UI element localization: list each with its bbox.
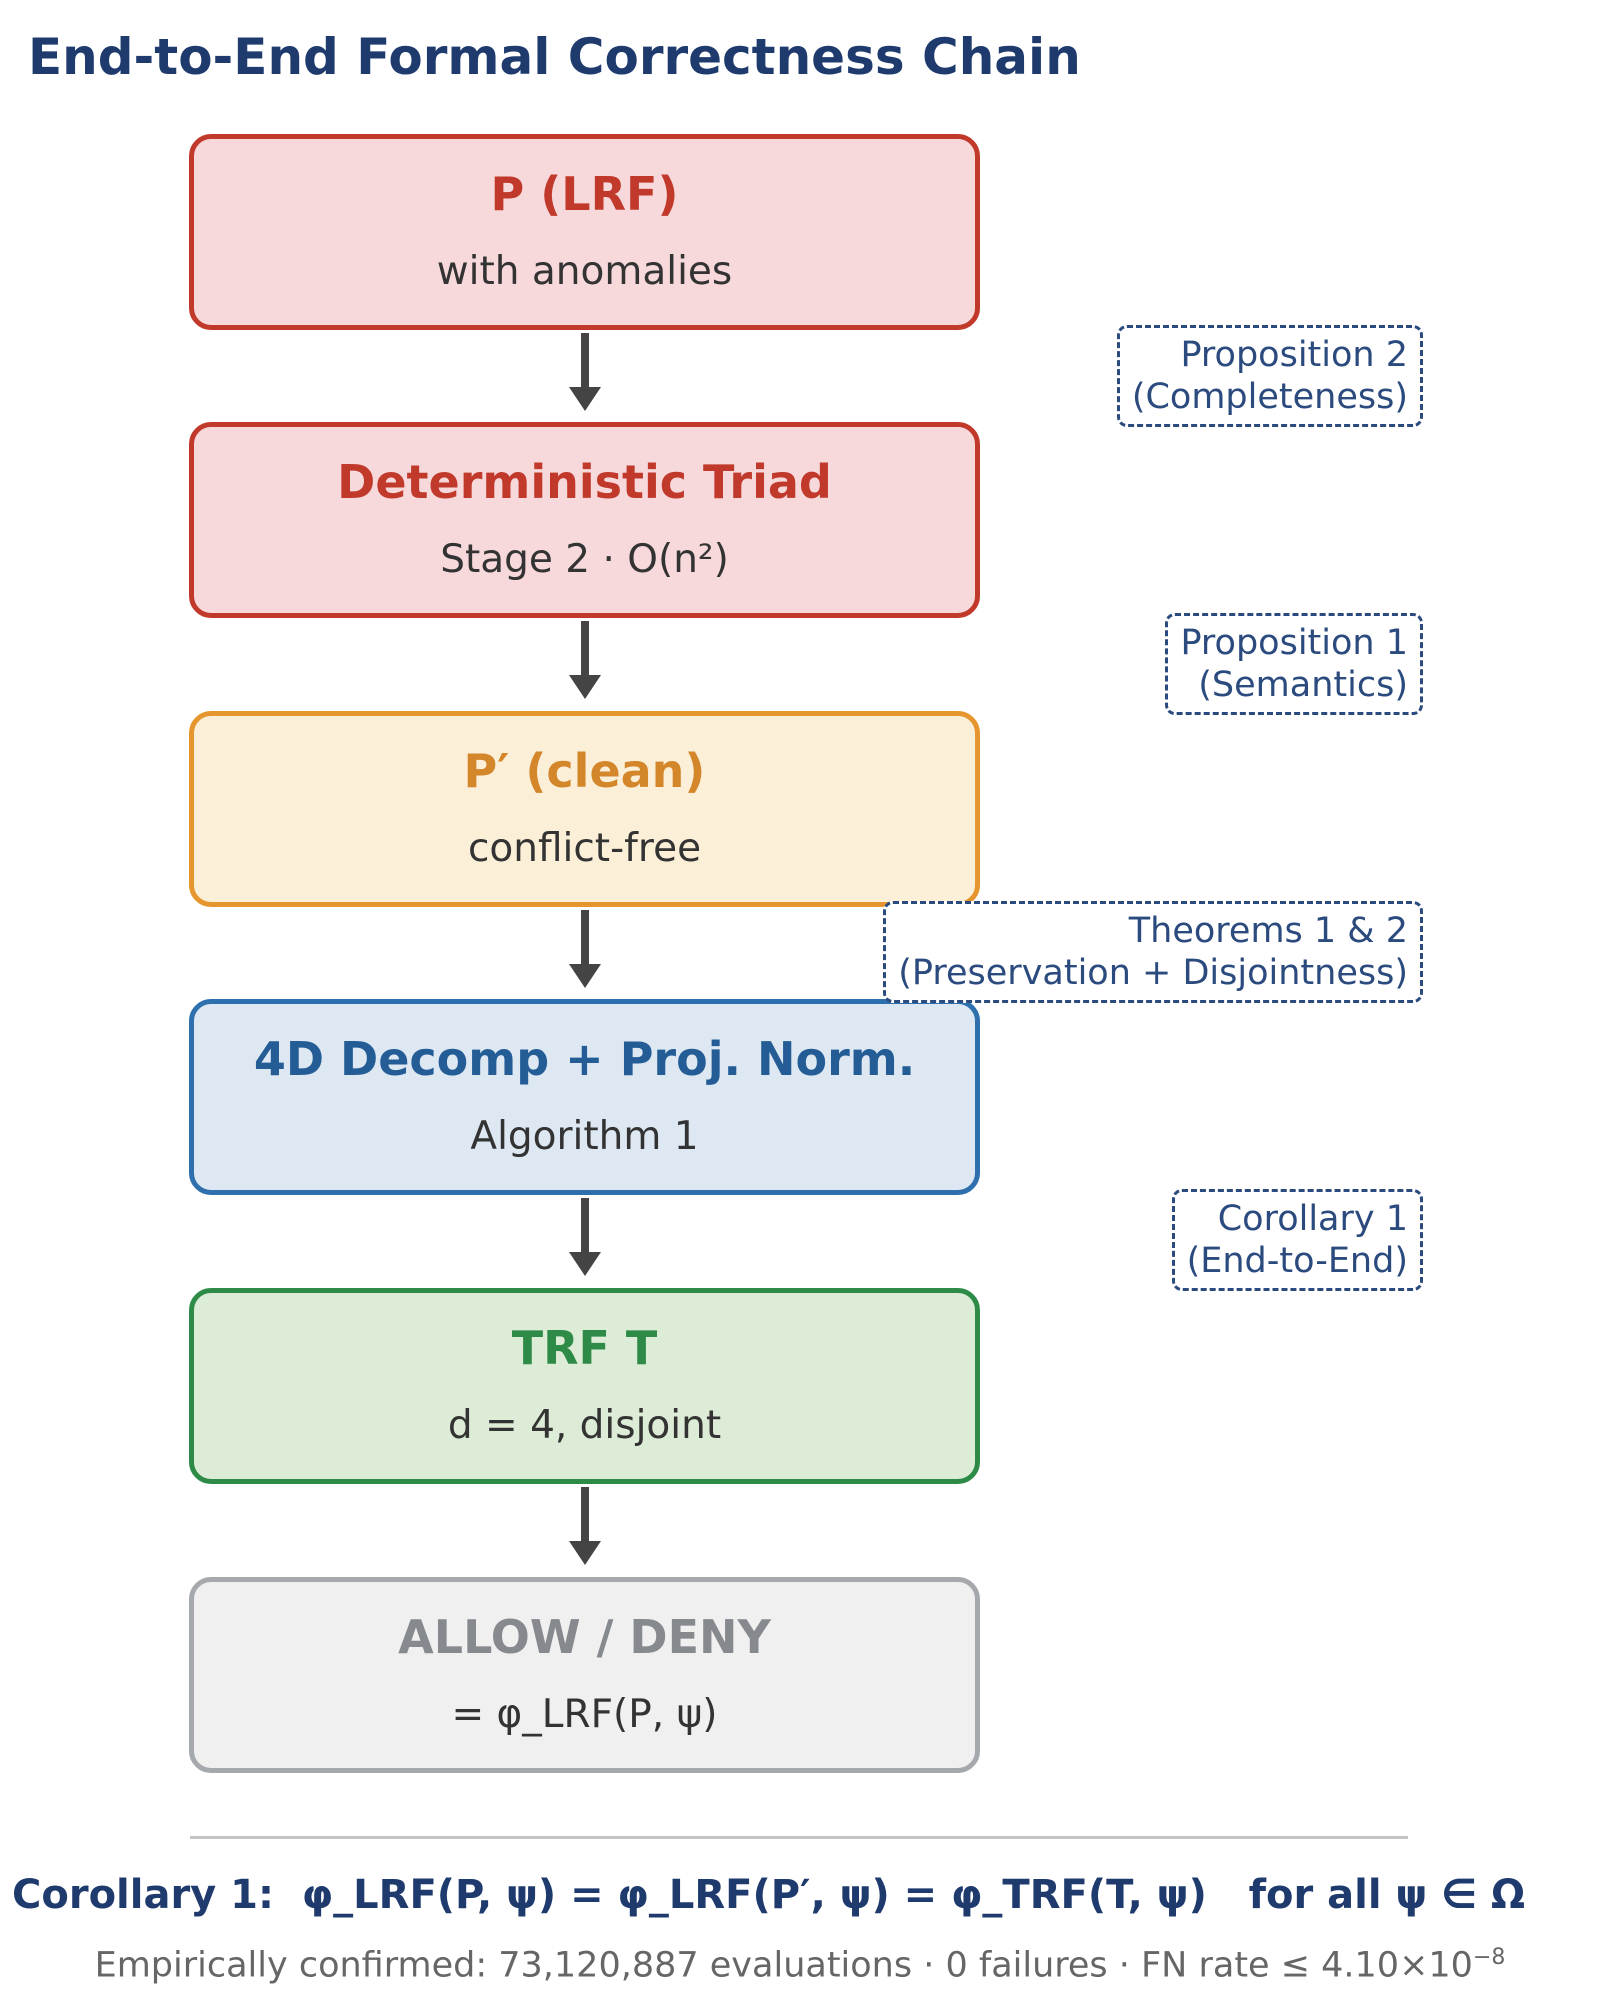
box-subtitle: Stage 2 · O(n²): [440, 537, 729, 582]
note-line: (Semantics): [1198, 665, 1408, 705]
footnote-text: Empirically confirmed: 73,120,887 evalua…: [94, 1945, 1473, 1986]
box-4d-decomp: 4D Decomp + Proj. Norm. Algorithm 1: [189, 999, 980, 1195]
box-title: P (LRF): [490, 167, 679, 221]
box-deterministic-triad: Deterministic Triad Stage 2 · O(n²): [189, 422, 980, 618]
flow-arrow: [569, 333, 601, 411]
box-subtitle: = φ_LRF(P, ψ): [451, 1692, 718, 1737]
corollary-statement: Corollary 1: φ_LRF(P, ψ) = φ_LRF(P′, ψ) …: [12, 1872, 1525, 1918]
note-line: (End-to-End): [1186, 1241, 1408, 1281]
note-line: (Completeness): [1131, 377, 1408, 417]
box-title: 4D Decomp + Proj. Norm.: [253, 1032, 916, 1086]
box-subtitle: conflict-free: [467, 826, 702, 871]
footnote-exponent: −8: [1472, 1945, 1506, 1970]
flow-arrow: [569, 1487, 601, 1565]
box-title: Deterministic Triad: [337, 455, 832, 509]
note-line: Proposition 1: [1180, 623, 1408, 663]
note-proposition-2: Proposition 2 (Completeness): [1116, 325, 1423, 427]
box-p-lrf: P (LRF) with anomalies: [189, 134, 980, 330]
separator-line: [190, 1836, 1408, 1839]
box-p-prime-clean: P′ (clean) conflict-free: [189, 711, 980, 907]
flow-arrow: [569, 621, 601, 699]
box-trf-t: TRF T d = 4, disjoint: [189, 1288, 980, 1484]
note-line: Corollary 1: [1217, 1199, 1408, 1239]
box-subtitle: d = 4, disjoint: [447, 1403, 722, 1448]
box-title: P′ (clean): [463, 744, 706, 798]
note-theorems-1-2: Theorems 1 & 2 (Preservation + Disjointn…: [883, 901, 1423, 1003]
empirical-footnote: Empirically confirmed: 73,120,887 evalua…: [0, 1945, 1600, 1986]
note-line: Proposition 2: [1180, 335, 1408, 375]
box-title: TRF T: [511, 1321, 658, 1375]
note-corollary-1: Corollary 1 (End-to-End): [1171, 1189, 1423, 1291]
note-proposition-1: Proposition 1 (Semantics): [1165, 613, 1423, 715]
box-title: ALLOW / DENY: [398, 1610, 771, 1664]
flow-arrow: [569, 1198, 601, 1276]
box-subtitle: Algorithm 1: [470, 1114, 699, 1159]
note-line: (Preservation + Disjointness): [898, 953, 1408, 993]
diagram-title: End-to-End Formal Correctness Chain: [28, 28, 1081, 86]
box-subtitle: with anomalies: [436, 249, 733, 294]
box-allow-deny: ALLOW / DENY = φ_LRF(P, ψ): [189, 1577, 980, 1773]
flow-arrow: [569, 910, 601, 988]
note-line: Theorems 1 & 2: [1128, 911, 1408, 951]
